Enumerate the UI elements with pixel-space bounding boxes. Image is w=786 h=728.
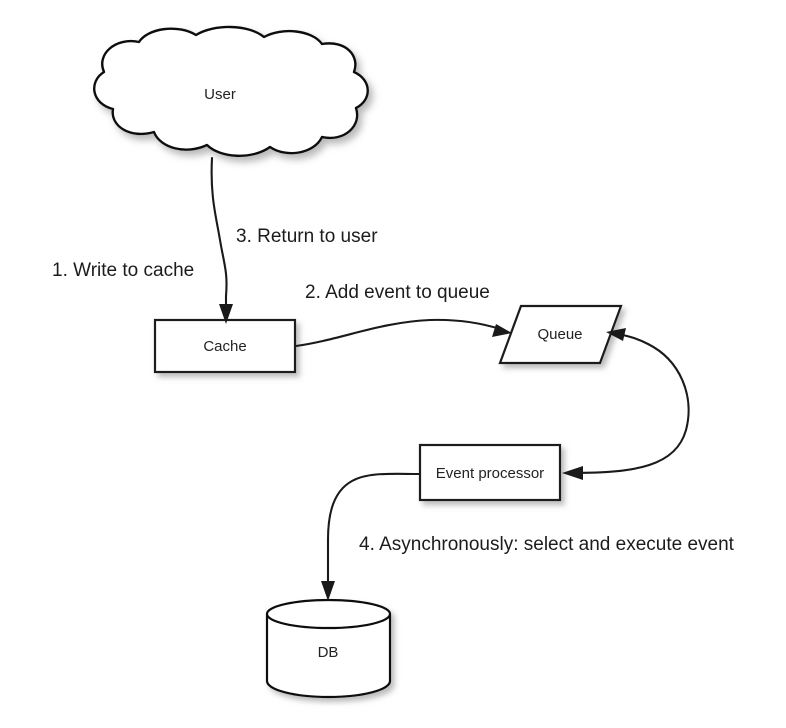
node-user[interactable]: User <box>93 25 369 157</box>
arrowhead-to-db <box>321 581 335 601</box>
step-label-2: 2. Add event to queue <box>305 282 490 303</box>
step-label-1: 1. Write to cache <box>52 260 194 281</box>
step-label-3: 3. Return to user <box>236 226 378 247</box>
node-cache[interactable]: Cache <box>153 318 297 374</box>
node-label-queue: Queue <box>537 326 582 343</box>
node-db[interactable]: DB <box>265 598 392 699</box>
node-label-user: User <box>204 86 236 103</box>
edge-proc-to-queue <box>562 328 690 480</box>
edge-proc-to-db <box>321 472 421 601</box>
node-event-processor[interactable]: Event processor <box>418 443 562 502</box>
arrowhead-to-event-processor <box>562 466 583 480</box>
arrowhead-to-queue-loop <box>606 328 626 341</box>
node-label-event-processor: Event processor <box>436 465 544 482</box>
edge-cache-to-queue <box>294 318 512 348</box>
node-label-db: DB <box>318 644 339 661</box>
edge-user-to-cache <box>210 156 233 324</box>
node-label-cache: Cache <box>203 338 246 355</box>
node-queue[interactable]: Queue <box>498 304 623 365</box>
arrowhead-to-cache <box>219 304 233 324</box>
step-label-4: 4. Asynchronously: select and execute ev… <box>359 534 735 555</box>
arrowhead-to-queue <box>492 324 512 337</box>
